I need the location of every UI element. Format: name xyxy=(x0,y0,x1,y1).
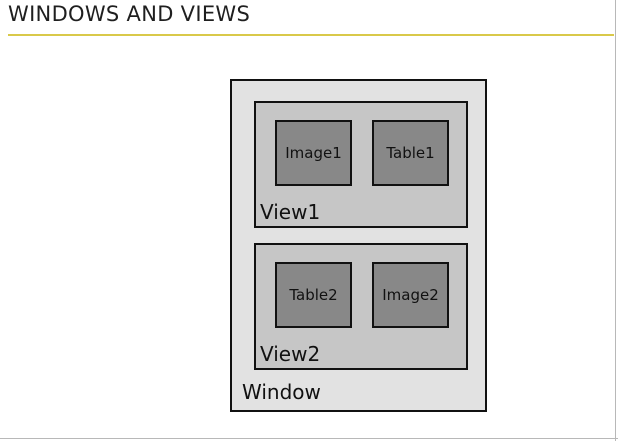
slide-frame-bottom-edge xyxy=(0,438,618,439)
view1-label: View1 xyxy=(260,200,321,224)
view2-item-table2: Table2 xyxy=(275,262,352,328)
slide-frame-right-edge xyxy=(615,0,616,441)
view-box-2: Table2 Image2 View2 xyxy=(254,243,468,370)
view1-item-image1: Image1 xyxy=(275,120,352,186)
title-underline xyxy=(8,34,614,36)
view-box-1: Image1 Table1 View1 xyxy=(254,101,468,228)
window-box: Image1 Table1 View1 Table2 Image2 View2 … xyxy=(230,79,487,412)
view1-item-table1: Table1 xyxy=(372,120,449,186)
slide-title: WINDOWS AND VIEWS xyxy=(8,2,251,26)
view2-item-image2: Image2 xyxy=(372,262,449,328)
view2-label: View2 xyxy=(260,342,321,366)
window-label: Window xyxy=(242,380,321,404)
